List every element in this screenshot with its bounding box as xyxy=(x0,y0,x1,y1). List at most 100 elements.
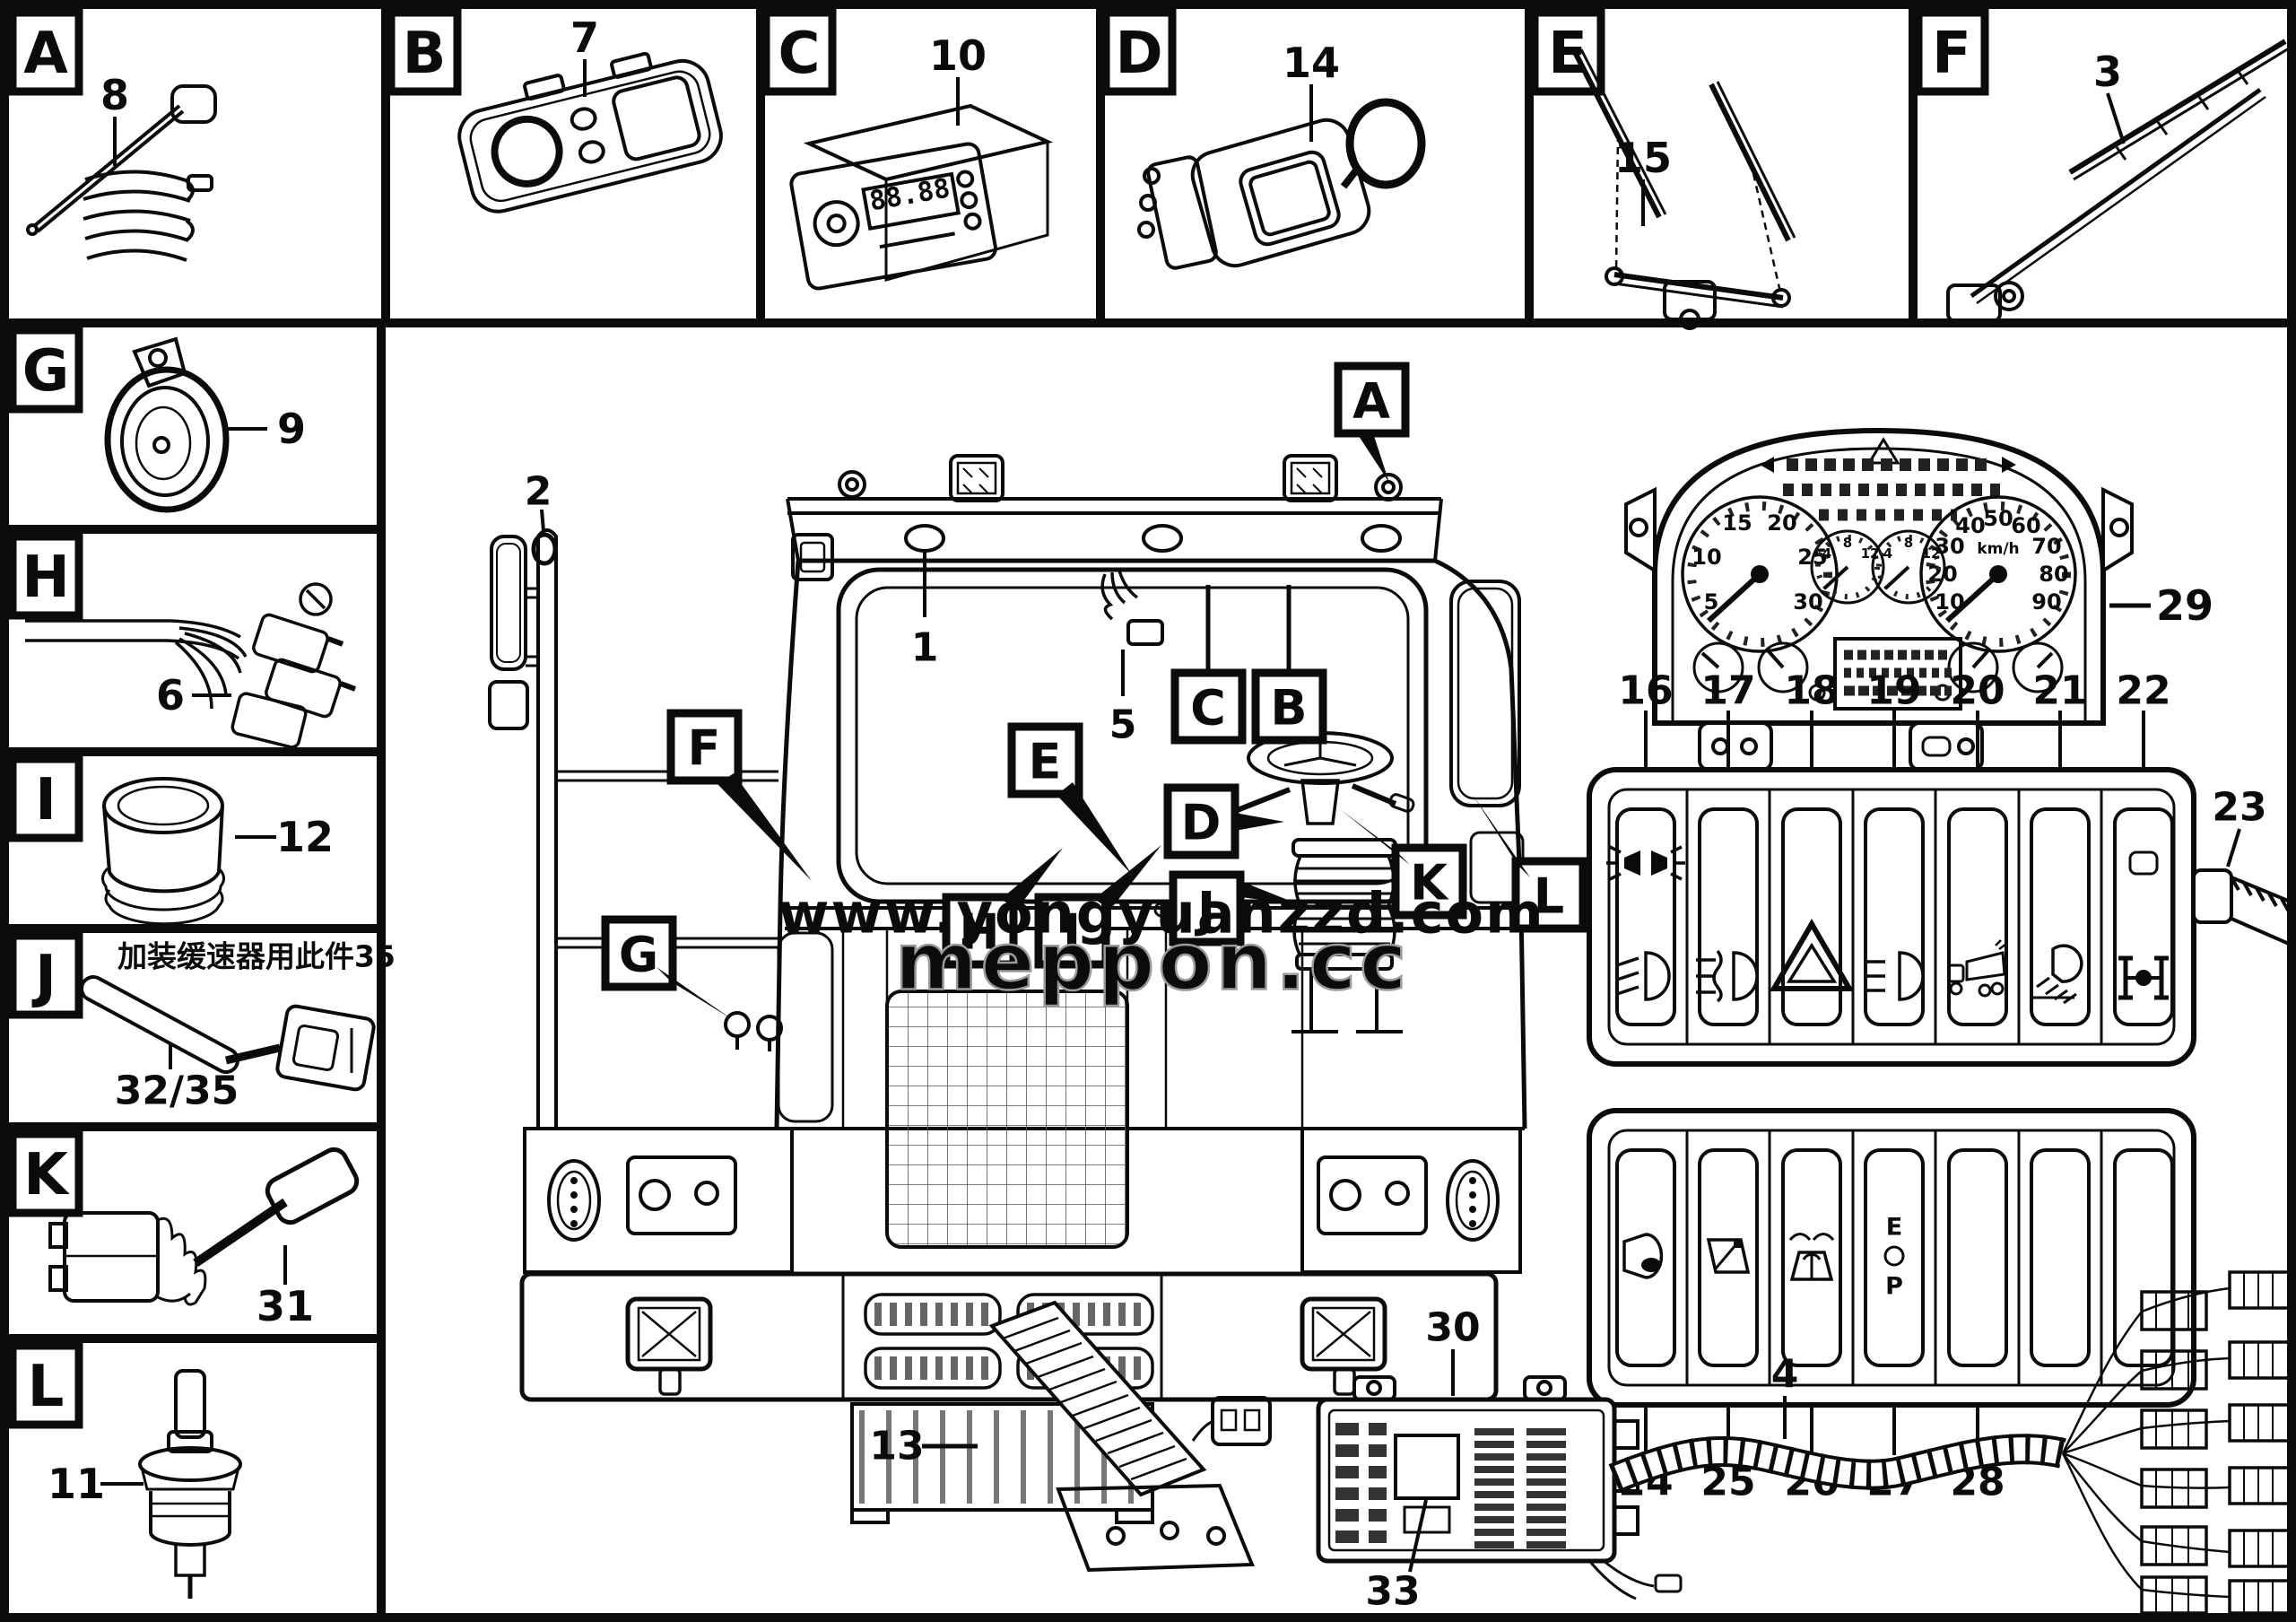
harness-grommet xyxy=(2192,868,2296,946)
combo-switch-drawing xyxy=(48,1147,360,1306)
letter-tag-l xyxy=(8,1341,83,1429)
letter-j: J xyxy=(31,944,57,1010)
letter-tag-c xyxy=(761,8,837,96)
letter-tag-k xyxy=(8,1129,83,1217)
tachometer: 5 10 15 20 25 30 xyxy=(1681,495,1839,653)
grille xyxy=(885,990,1129,1249)
part-number-12: 12 xyxy=(276,813,334,861)
letter-tag-j xyxy=(8,931,83,1019)
retarder-lever-drawing xyxy=(80,975,376,1092)
rocker-21[interactable] xyxy=(2030,807,2091,1026)
aux1-4: 4 xyxy=(1822,545,1831,562)
antenna-drawing xyxy=(26,84,217,262)
rocker-25[interactable] xyxy=(1698,1148,1759,1367)
rockers-top-row xyxy=(1615,807,2174,1026)
rocker-27[interactable] xyxy=(1864,1148,1925,1367)
part-box-radio: C 10 88.88 xyxy=(761,8,1054,291)
rocker-19[interactable] xyxy=(1864,807,1925,1026)
windshield xyxy=(836,567,1429,904)
num-label-5: 5 xyxy=(1109,702,1137,748)
watermark: meppon.cc www.yongyuanzzd.com xyxy=(778,881,1545,1009)
horn-mount-left xyxy=(724,1011,751,1038)
plunger-switch-drawing xyxy=(138,1369,242,1599)
roof-antenna-base xyxy=(1374,473,1403,501)
watermark-url: www.yongyuanzzd.com xyxy=(778,881,1545,946)
cap-drawing xyxy=(101,777,225,926)
roof-panel-drawing xyxy=(457,51,723,214)
harness-branches xyxy=(2061,1286,2231,1599)
rocker-blank-1[interactable] xyxy=(2030,1148,2091,1367)
speed-70: 70 xyxy=(2031,534,2061,559)
eop-e: E xyxy=(1886,1214,1902,1242)
retarder-note: 加装缓速器用此件35 xyxy=(117,939,396,974)
cluster-warning-icons xyxy=(1760,437,2016,521)
part-box-antenna: A 8 xyxy=(8,8,217,262)
part-number-32-35: 32/35 xyxy=(115,1068,239,1114)
radio-drawing: 88.88 xyxy=(789,103,1054,291)
marker-lamp-3 xyxy=(1361,524,1402,553)
part-number-7: 7 xyxy=(570,13,599,62)
aux2-12: 12 xyxy=(1922,545,1941,562)
rocker-26[interactable] xyxy=(1781,1148,1842,1367)
horn-drawing xyxy=(104,336,230,513)
part-number-9: 9 xyxy=(277,405,306,453)
harness6-drawing xyxy=(25,582,357,749)
rocker-28[interactable] xyxy=(1947,1148,2008,1367)
letter-tag-g xyxy=(8,326,83,414)
rocker-22[interactable] xyxy=(2113,807,2174,1026)
ignition-drawing xyxy=(1137,98,1426,270)
tach-15: 15 xyxy=(1722,510,1752,536)
part-number-33: 33 xyxy=(1365,1569,1420,1615)
rocker-18[interactable] xyxy=(1781,807,1842,1026)
rocker-20[interactable] xyxy=(1947,807,2008,1026)
part-box-combo-switch: K 31 xyxy=(8,1129,360,1330)
label-17: 17 xyxy=(1700,668,1755,714)
callout-k: K xyxy=(1410,855,1449,911)
part-number-10: 10 xyxy=(929,31,987,80)
main-harness: 4 xyxy=(1608,1270,2292,1615)
speed-90: 90 xyxy=(2031,589,2061,615)
rocker-blank-2[interactable] xyxy=(2113,1148,2174,1367)
speed-40: 40 xyxy=(1955,513,1985,538)
tach-30: 30 xyxy=(1793,589,1822,615)
letter-tag-h xyxy=(8,532,83,620)
callout-f: F xyxy=(688,720,721,777)
truck-front-view: 2 xyxy=(488,362,1587,1524)
aux1-8: 8 xyxy=(1843,535,1852,551)
instrument-cluster: 5 10 15 20 25 30 10 20 30 40 50 60 70 80… xyxy=(1624,427,2213,772)
callout-a: A xyxy=(1352,373,1390,430)
door-window xyxy=(1449,580,1521,807)
part-box-ignition: D 14 xyxy=(1101,8,1426,270)
speed-50: 50 xyxy=(1983,506,2013,531)
rocker-24[interactable] xyxy=(1615,1148,1676,1367)
speed-30: 30 xyxy=(1935,534,1964,559)
label-21: 21 xyxy=(2032,668,2087,714)
truck-callouts: A C B D E F G H I xyxy=(601,362,1587,1019)
part-box-wiper-arm: F 3 xyxy=(1914,8,2290,323)
callout-d: D xyxy=(1181,795,1222,851)
tach-20: 20 xyxy=(1767,510,1796,536)
switch-panel-top: 16 17 18 19 20 21 22 xyxy=(1587,668,2296,1067)
letter-g: G xyxy=(22,338,70,405)
part-number-14: 14 xyxy=(1283,39,1340,87)
part-number-31: 31 xyxy=(257,1282,314,1330)
rocker-16[interactable] xyxy=(1615,807,1676,1026)
callout-e: E xyxy=(1029,734,1062,790)
accelerator-pedal: 13 xyxy=(869,1300,1272,1573)
letter-i: I xyxy=(35,767,57,833)
watermark-meppon: meppon.cc xyxy=(895,916,1410,1008)
speed-unit: km/h xyxy=(1977,540,2019,558)
part-box-cap: I 12 xyxy=(8,754,334,926)
letter-tag-i xyxy=(8,754,83,842)
num-label-1: 1 xyxy=(911,625,939,671)
callout-l: L xyxy=(1534,868,1564,925)
work-lamp-right xyxy=(1283,454,1338,502)
icon-horn xyxy=(1622,1233,1664,1279)
part-number-13: 13 xyxy=(869,1424,924,1469)
work-lamp-left xyxy=(949,454,1004,502)
wiper-linkage-drawing xyxy=(1572,48,1796,330)
rocker-17[interactable] xyxy=(1698,807,1759,1026)
letter-tag-f xyxy=(1914,8,1989,96)
letter-tag-a xyxy=(8,8,83,96)
